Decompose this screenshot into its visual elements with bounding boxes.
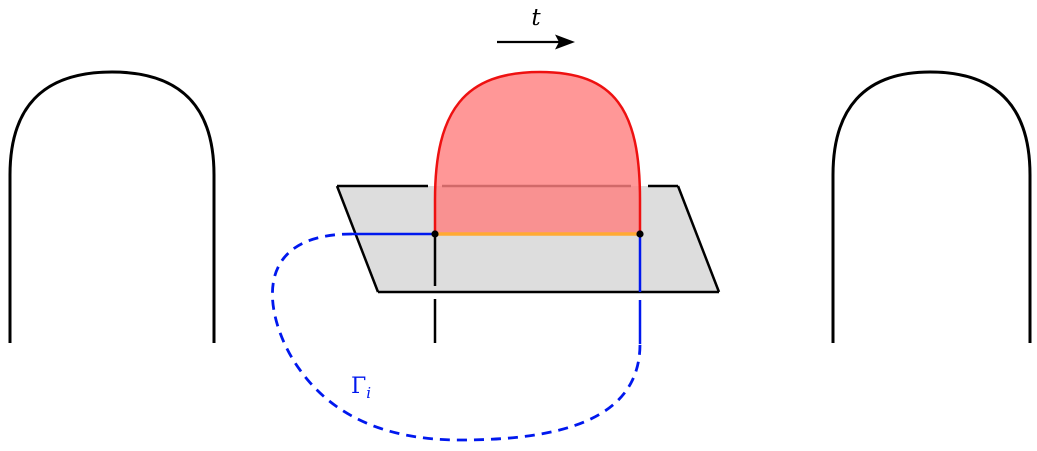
right-arch-curve	[831, 70, 1032, 343]
gamma-label: Γi	[351, 374, 371, 402]
left-endpoint-dot	[431, 230, 439, 238]
time-label: t	[531, 5, 541, 31]
blue-solid-segments	[352, 232, 642, 292]
red-disk-region	[435, 72, 640, 234]
gamma-subscript: i	[366, 384, 371, 402]
right-endpoint-dot	[636, 230, 644, 238]
left-arch-curve	[8, 70, 216, 343]
right-arrow-icon	[497, 34, 575, 50]
red-disk-boundary	[433, 70, 642, 234]
gamma-symbol: Γ	[351, 374, 366, 399]
gamma-dashed-loop	[271, 232, 642, 442]
